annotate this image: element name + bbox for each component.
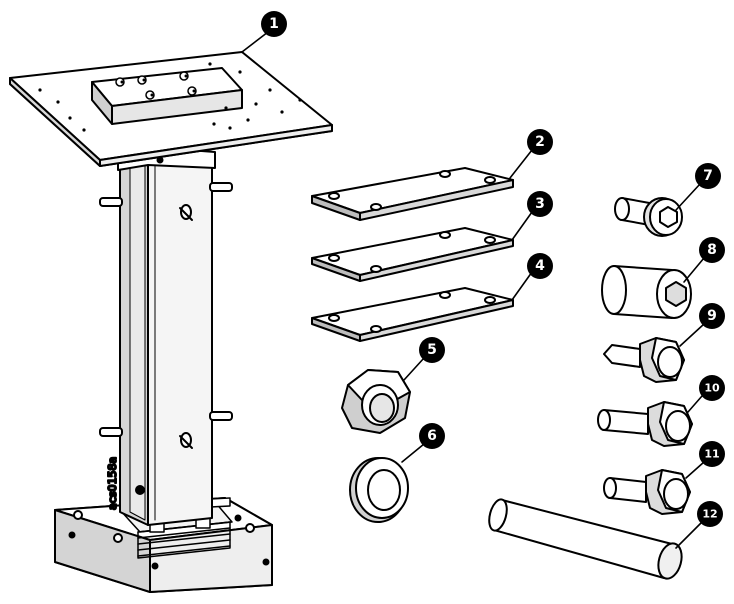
top-plate [9, 51, 333, 167]
support-column [99, 146, 233, 526]
callout-11-number: 11 [704, 448, 719, 461]
shim-plate-3 [311, 287, 514, 342]
callout-7: 7 [695, 163, 721, 189]
callout-4: 4 [527, 253, 553, 279]
washer [349, 457, 409, 523]
pedestal-assembly: acs0158a [9, 51, 333, 593]
callout-8-number: 8 [707, 242, 717, 258]
callout-1-number: 1 [269, 16, 279, 32]
hex-bolt-short [603, 337, 685, 383]
callout-2-number: 2 [535, 134, 545, 150]
callout-5: 5 [419, 337, 445, 363]
callout-6: 6 [419, 423, 445, 449]
long-rod [488, 498, 683, 580]
column-pin-lower [99, 411, 233, 449]
callout-1: 1 [261, 11, 287, 37]
hex-bolt-medium [597, 401, 693, 447]
callout-8: 8 [699, 237, 725, 263]
callout-9: 9 [699, 303, 725, 329]
callout-3-number: 3 [535, 196, 545, 212]
callout-4-number: 4 [535, 258, 545, 274]
callout-6-number: 6 [427, 428, 437, 444]
shim-plate-1 [311, 167, 514, 221]
callout-10: 10 [699, 375, 725, 401]
hex-nut [341, 369, 411, 434]
standoff-spacer [601, 265, 692, 319]
hex-bolt-long [603, 469, 691, 515]
callout-12-number: 12 [702, 508, 717, 521]
callout-2: 2 [527, 129, 553, 155]
column-pin-upper [99, 182, 233, 221]
figure-id-label: acs0158a [106, 457, 119, 510]
callout-9-number: 9 [707, 308, 717, 324]
callout-10-number: 10 [704, 382, 720, 395]
callout-3: 3 [527, 191, 553, 217]
socket-cap-screw [614, 197, 683, 237]
callout-7-number: 7 [703, 168, 713, 184]
callouts: 1 2 3 4 5 6 7 8 9 10 11 12 [261, 11, 725, 527]
leader-lines [241, 31, 705, 549]
callout-12: 12 [697, 501, 723, 527]
callout-11: 11 [699, 441, 725, 467]
callout-5-number: 5 [427, 342, 437, 358]
shim-plate-2 [311, 227, 514, 282]
